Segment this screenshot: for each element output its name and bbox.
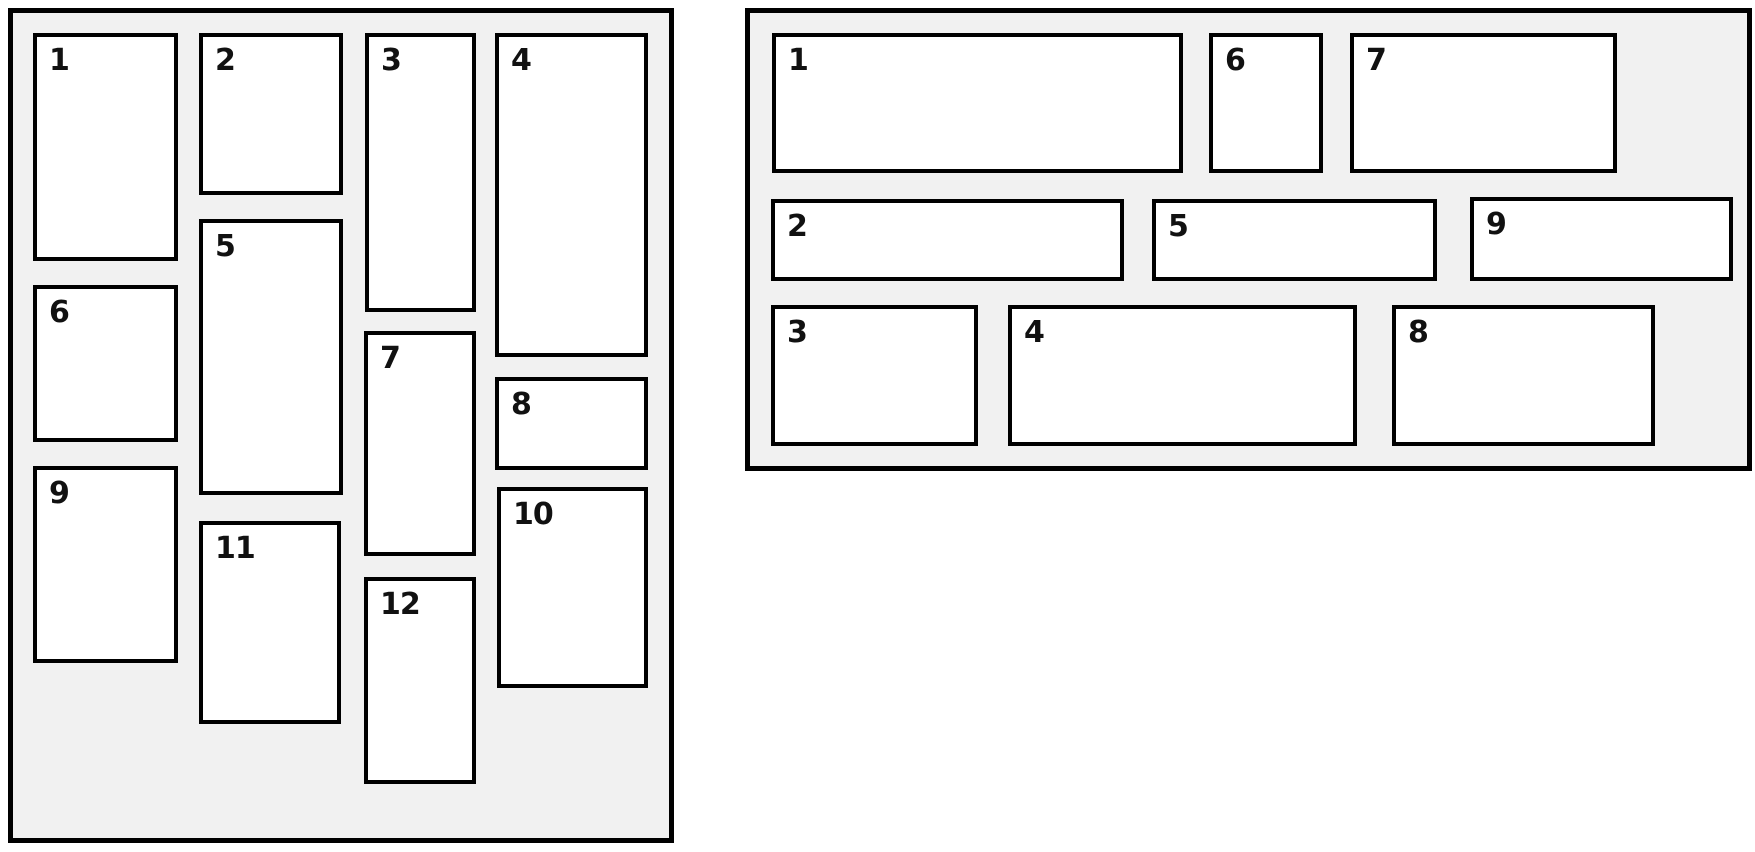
item-number-label: 9	[49, 476, 70, 511]
item-number-label: 6	[1225, 43, 1246, 78]
item-number-label: 4	[1024, 315, 1045, 350]
masonry-item-5: 5	[1152, 199, 1437, 281]
masonry-item-7: 7	[364, 331, 476, 556]
masonry-item-2: 2	[771, 199, 1124, 281]
masonry-item-8: 8	[1392, 305, 1655, 446]
masonry-item-11: 11	[199, 521, 341, 724]
item-number-label: 8	[1408, 315, 1429, 350]
item-number-label: 2	[787, 209, 808, 244]
masonry-item-8: 8	[495, 377, 648, 470]
item-number-label: 5	[215, 229, 236, 264]
item-number-label: 10	[513, 497, 554, 532]
masonry-item-4: 4	[1008, 305, 1357, 446]
masonry-item-4: 4	[495, 33, 648, 357]
row-masonry-panel: 1 6 7 2 5 9 3 4 8	[745, 8, 1752, 471]
item-number-label: 3	[381, 43, 402, 78]
item-number-label: 2	[215, 43, 236, 78]
masonry-item-3: 3	[771, 305, 978, 446]
item-number-label: 7	[1366, 43, 1387, 78]
item-number-label: 12	[380, 587, 421, 622]
masonry-item-2: 2	[199, 33, 343, 195]
masonry-item-9: 9	[1470, 197, 1733, 281]
item-number-label: 5	[1168, 209, 1189, 244]
item-number-label: 4	[511, 43, 532, 78]
masonry-item-6: 6	[33, 285, 178, 442]
item-number-label: 11	[215, 531, 256, 566]
item-number-label: 8	[511, 387, 532, 422]
masonry-item-1: 1	[33, 33, 178, 261]
item-number-label: 1	[788, 43, 809, 78]
item-number-label: 3	[787, 315, 808, 350]
masonry-item-6: 6	[1209, 33, 1323, 173]
item-number-label: 6	[49, 295, 70, 330]
masonry-item-3: 3	[365, 33, 476, 312]
masonry-item-5: 5	[199, 219, 343, 495]
masonry-item-9: 9	[33, 466, 178, 663]
masonry-item-10: 10	[497, 487, 648, 688]
item-number-label: 1	[49, 43, 70, 78]
masonry-item-1: 1	[772, 33, 1183, 173]
masonry-item-7: 7	[1350, 33, 1617, 173]
item-number-label: 7	[380, 341, 401, 376]
item-number-label: 9	[1486, 207, 1507, 242]
masonry-item-12: 12	[364, 577, 476, 784]
